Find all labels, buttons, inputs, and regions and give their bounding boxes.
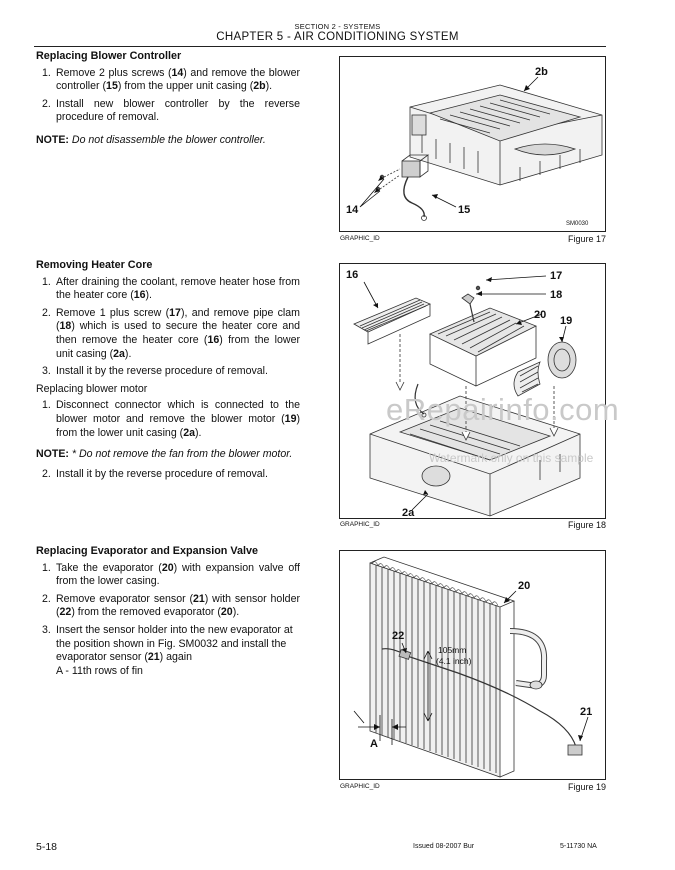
callout-20: 20 [534, 309, 546, 321]
heater-core-heading: Removing Heater Core [36, 259, 153, 271]
section-title: SECTION 2 - SYSTEMS [294, 22, 381, 31]
heater-core-step-2: 2. Remove 1 plus screw (17), and remove … [42, 306, 300, 360]
blower-controller-heading: Replacing Blower Controller [36, 50, 182, 62]
evaporator-heading: Replacing Evaporator and Expansion Valve [36, 545, 259, 557]
callout-21: 21 [580, 706, 592, 718]
figure-18-graphic-id: GRAPHIC_ID [340, 521, 380, 528]
heater-core-section: Removing Heater Core 1. After draining t… [36, 259, 300, 485]
blower-motor-note: NOTE: * Do not remove the fan from the b… [36, 448, 293, 461]
blower-motor-step-2: 2. Install it by the reverse procedure o… [42, 467, 268, 480]
callout-22: 22 [392, 630, 404, 642]
figure-19-illustration: 20 22 21 A 105mm (4.1 inch) [353, 556, 592, 778]
figure-19-frame: 20 22 21 A 105mm (4.1 inch) [339, 550, 606, 780]
watermark-sample-note: Watermark only on this sample [429, 451, 594, 465]
callout-14: 14 [346, 204, 359, 216]
evaporator-section: Replacing Evaporator and Expansion Valve… [36, 545, 300, 682]
blower-controller-section: Replacing Blower Controller 1. Remove 2 … [36, 50, 300, 148]
figure-17-code: SM0030 [566, 221, 589, 227]
heater-core-step-3: 3. Install it by the reverse procedure o… [42, 365, 268, 378]
figure-18-frame: 16 17 18 20 19 2a [339, 263, 606, 519]
figure-17-graphic-id: GRAPHIC_ID [340, 235, 380, 242]
page-number: 5-18 [36, 841, 58, 853]
callout-17: 17 [550, 270, 562, 282]
blower-controller-note: NOTE: Do not disassemble the blower cont… [36, 133, 266, 146]
evaporator-step-3: 3. Insert the sensor holder into the new… [42, 623, 293, 677]
chapter-title: CHAPTER 5 - AIR CONDITIONING SYSTEM [216, 31, 459, 43]
callout-20: 20 [518, 580, 530, 592]
figure-17-label: Figure 17 [567, 234, 606, 244]
callout-15: 15 [458, 204, 470, 216]
figure-19-graphic-id: GRAPHIC_ID [340, 783, 380, 790]
blower-controller-step-2: 2. Install new blower controller by the … [42, 97, 300, 124]
callout-16: 16 [346, 269, 358, 281]
evaporator-step-2: 2. Remove evaporator sensor (21) with se… [42, 592, 300, 619]
figure-18-label: Figure 18 [567, 520, 606, 530]
dimension-mm: 105mm [438, 645, 466, 655]
figure-17-illustration: 2b 14 15 [346, 66, 603, 221]
document-code: 5-11730 NA [560, 843, 597, 850]
callout-2a: 2a [402, 507, 415, 519]
header-rule [34, 46, 606, 47]
blower-motor-subheading: Replacing blower motor [36, 382, 148, 395]
evaporator-step-1: 1. Take the evaporator (20) with expansi… [42, 561, 300, 588]
dimension-inch: (4.1 inch) [436, 656, 472, 666]
figure-19-label: Figure 19 [567, 782, 606, 792]
blower-controller-step-1: 1. Remove 2 plus screws (14) and remove … [42, 66, 300, 93]
issue-date: Issued 08-2007 Bur [413, 843, 475, 850]
watermark-site: eRepairinfo.com [386, 392, 620, 427]
fin-row-note: A - 11th rows of fin [56, 664, 143, 677]
heater-core-step-1: 1. After draining the coolant, remove he… [42, 275, 300, 302]
callout-19: 19 [560, 315, 572, 327]
blower-motor-step-1: 1. Disconnect connector which is connect… [42, 399, 300, 439]
figure-17-frame: 2b 14 15 SM0030 [339, 56, 606, 232]
callout-18: 18 [550, 289, 562, 301]
callout-2b: 2b [535, 66, 548, 78]
callout-a: A [370, 738, 378, 750]
figure-18-illustration: 16 17 18 20 19 2a [346, 269, 581, 519]
